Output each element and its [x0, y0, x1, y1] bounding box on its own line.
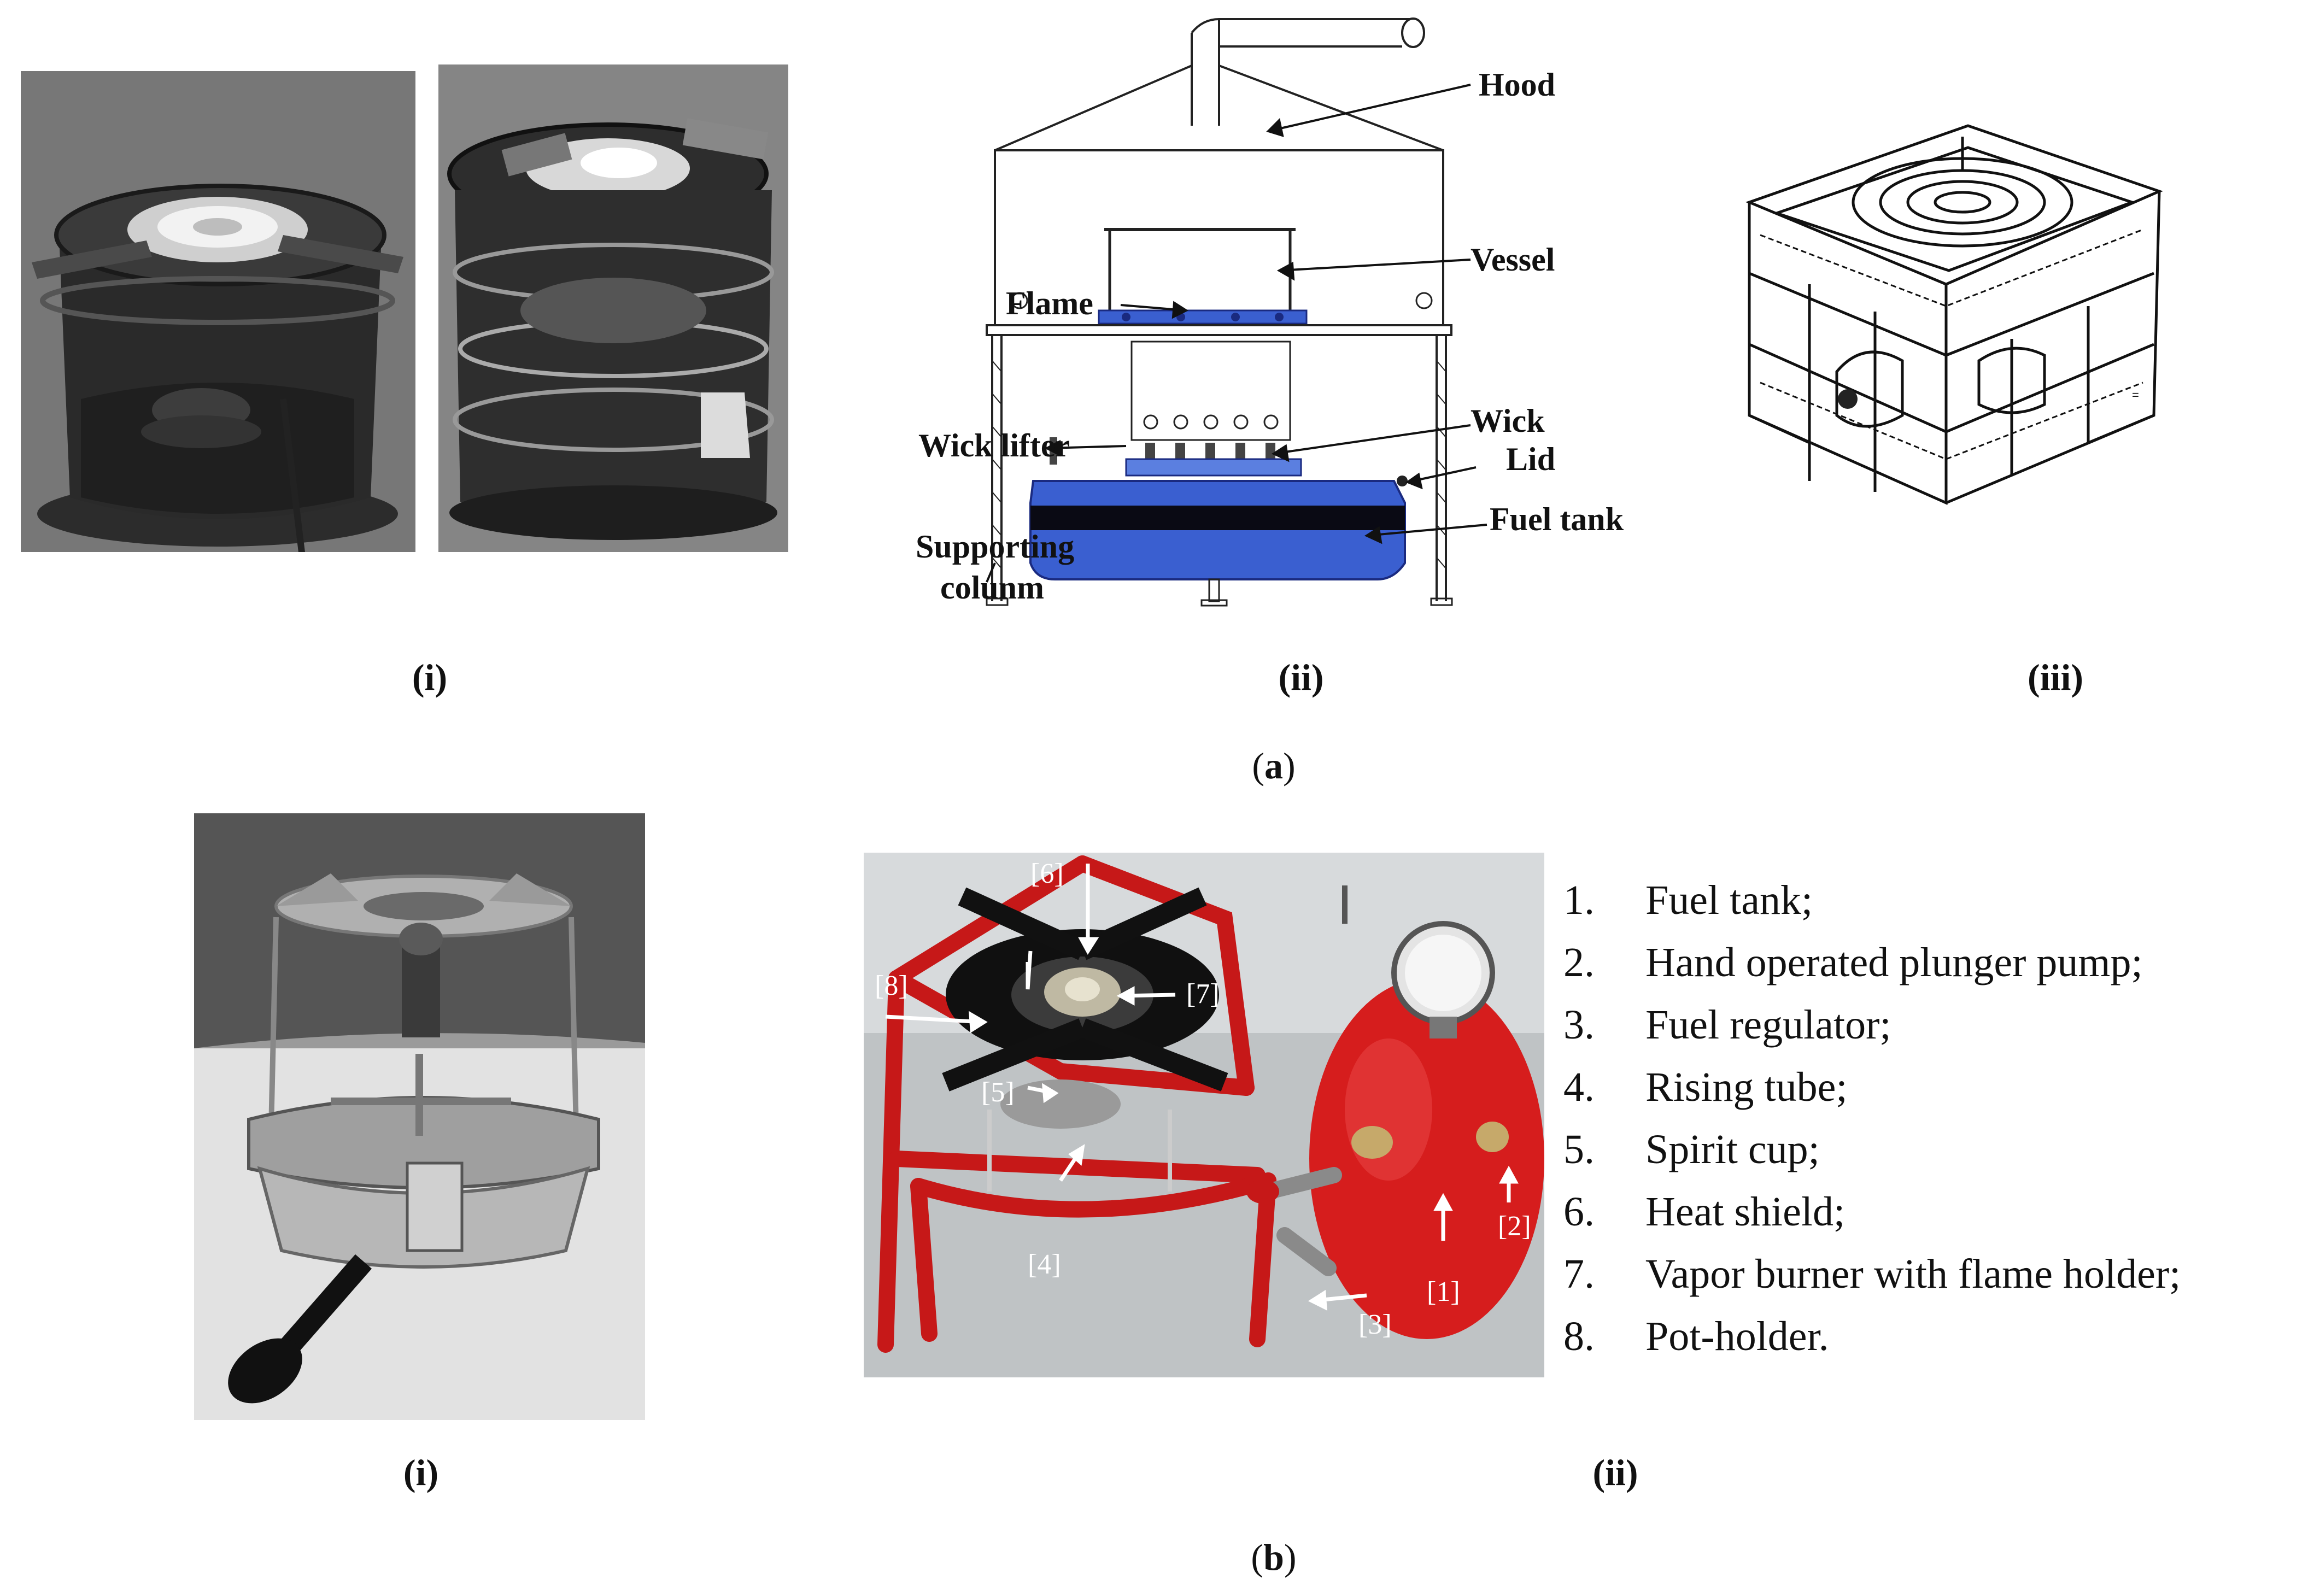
- label-flame: Flame: [1006, 285, 1093, 321]
- label-wick-lifter: Wick lifter: [918, 427, 1070, 463]
- legend-item: 7.Vapor burner with flame holder;: [1563, 1251, 2181, 1297]
- legend-item: 5.Spirit cup;: [1563, 1126, 1820, 1172]
- svg-text:=: =: [2132, 388, 2139, 402]
- label-column: colunm: [940, 570, 1044, 606]
- legend-item: 8.Pot-holder.: [1563, 1313, 1829, 1359]
- label-lid: Lid: [1506, 441, 1555, 477]
- marker-8: [8]: [875, 970, 908, 1001]
- label-wick: Wick: [1471, 403, 1545, 439]
- legend-item: 1.Fuel tank;: [1563, 877, 1813, 923]
- box-stove-line-drawing: =: [1738, 109, 2165, 514]
- marker-2: [2]: [1498, 1211, 1531, 1242]
- label-vessel: Vessel: [1471, 242, 1555, 278]
- label-fuel-tank: Fuel tank: [1490, 501, 1624, 537]
- legend-item: 3.Fuel regulator;: [1563, 1002, 1891, 1048]
- label-a-ii: (ii): [1278, 656, 1324, 698]
- flame-shape: [1098, 309, 1308, 325]
- marker-7: [7]: [1186, 978, 1220, 1010]
- wick-stove-photo-2: [438, 64, 788, 552]
- red-pressure-stove-photo: [1] [2] [3] [4] [5] [6] [7] [8]: [864, 853, 1544, 1377]
- legend-item: 2.Hand operated plunger pump;: [1563, 940, 2143, 985]
- marker-5: [5]: [981, 1077, 1015, 1108]
- label-b-ii: (ii): [1592, 1452, 1638, 1493]
- panel-label-a: (a): [1252, 745, 1296, 787]
- pressure-stove-photo: [194, 813, 645, 1420]
- parts-legend: 1.Fuel tank; 2.Hand operated plunger pum…: [1563, 869, 2307, 1368]
- label-a-i: (i): [412, 656, 448, 698]
- legend-item: 4.Rising tube;: [1563, 1064, 1848, 1110]
- marker-3: [3]: [1358, 1309, 1392, 1340]
- label-a-iii: (iii): [2028, 656, 2083, 698]
- marker-1: [1]: [1427, 1276, 1460, 1307]
- label-supporting: Supporting: [916, 529, 1074, 565]
- panel-label-b: (b): [1251, 1536, 1297, 1578]
- wick-stove-photo-1: [21, 71, 415, 552]
- marker-6: [6]: [1030, 858, 1064, 889]
- wick-stove-schematic: Hood Vessel Flame Wick Wick lifter Lid F…: [897, 11, 1695, 634]
- legend-item: 6.Heat shield;: [1563, 1189, 1846, 1235]
- vessel-shape: [1108, 228, 1292, 319]
- label-b-i: (i): [403, 1452, 439, 1493]
- marker-4: [4]: [1028, 1249, 1061, 1280]
- label-hood: Hood: [1479, 67, 1555, 103]
